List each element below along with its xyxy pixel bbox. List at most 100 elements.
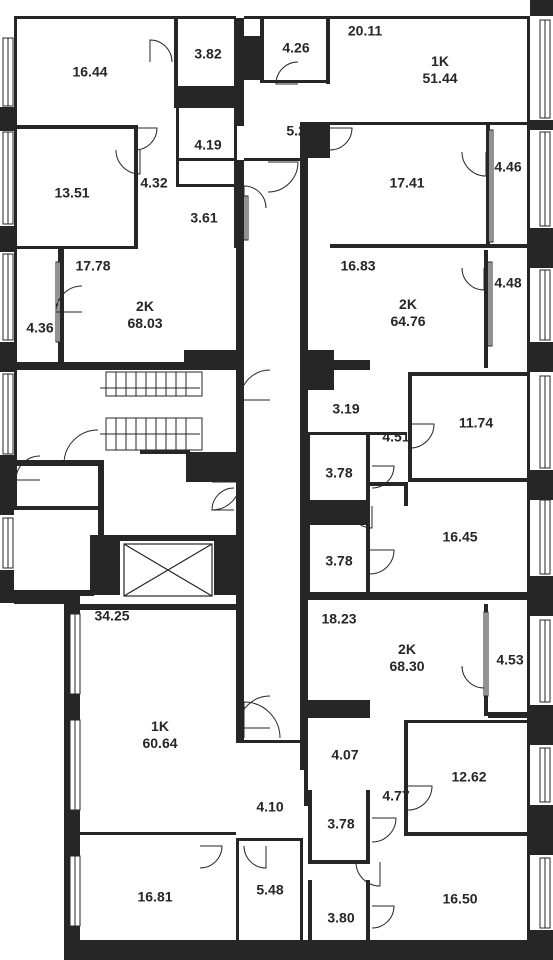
wall-segment bbox=[120, 535, 220, 541]
door-swing bbox=[134, 127, 158, 151]
room-area: 5.48 bbox=[256, 881, 284, 898]
doors bbox=[15, 39, 487, 929]
room-area: 4.36 bbox=[26, 319, 54, 336]
wall-segment bbox=[236, 600, 244, 740]
wall-segment bbox=[14, 594, 80, 604]
wall-segment bbox=[80, 604, 240, 610]
wall-segment bbox=[527, 600, 530, 940]
wall-segment bbox=[366, 432, 370, 502]
wall-segment bbox=[14, 460, 98, 466]
door-swing bbox=[15, 455, 41, 481]
wall-segment bbox=[530, 930, 553, 960]
door-swing bbox=[371, 905, 395, 929]
unit-type: 1K bbox=[431, 53, 449, 69]
room-area: 4.53 bbox=[496, 651, 524, 668]
wall-segment bbox=[236, 160, 244, 600]
wall-segment bbox=[330, 360, 370, 370]
unit-area: 68.30 bbox=[389, 658, 425, 674]
door-swing bbox=[199, 845, 223, 869]
door-swing bbox=[461, 151, 487, 177]
room-area: 17.41 bbox=[389, 174, 425, 191]
elevator-box bbox=[123, 543, 213, 597]
wall-segment bbox=[306, 350, 334, 390]
door-swing bbox=[237, 695, 271, 729]
door-swing bbox=[267, 161, 299, 193]
room-area: 13.51 bbox=[54, 184, 90, 201]
wall-segment bbox=[404, 720, 530, 723]
room-area: 3.80 bbox=[327, 909, 355, 926]
wall-segment bbox=[14, 125, 138, 129]
door-swing bbox=[211, 481, 241, 511]
unit-area: 64.76 bbox=[390, 313, 426, 329]
room-area: 16.81 bbox=[137, 888, 173, 905]
elevator-cross bbox=[123, 543, 213, 597]
wall-segment bbox=[530, 470, 553, 500]
wall-segment bbox=[234, 18, 244, 126]
wall-segment bbox=[0, 455, 14, 515]
wall-segment bbox=[326, 18, 330, 84]
door-swing bbox=[239, 369, 271, 401]
wall-segment bbox=[530, 0, 553, 16]
wall-segment bbox=[306, 522, 310, 594]
room-area: 12.62 bbox=[451, 768, 487, 785]
door-swing bbox=[149, 39, 173, 63]
door-swing bbox=[243, 701, 281, 739]
wall-segment bbox=[300, 160, 308, 390]
wall-segment bbox=[236, 534, 244, 604]
wall-segment bbox=[527, 16, 530, 596]
door-swing bbox=[461, 665, 485, 689]
wall-segment bbox=[174, 86, 236, 108]
wall-segment bbox=[176, 184, 236, 187]
room-area: 17.78 bbox=[75, 257, 111, 274]
wall-segment bbox=[404, 482, 408, 506]
wall-segment bbox=[90, 535, 120, 595]
stair-flight bbox=[105, 371, 203, 397]
wall-segment bbox=[404, 720, 408, 832]
room-area: 4.26 bbox=[282, 39, 310, 56]
wall-segment bbox=[308, 880, 312, 940]
wall-segment bbox=[300, 390, 308, 600]
wall-segment bbox=[366, 880, 370, 940]
wall-segment bbox=[330, 244, 530, 248]
wall-segment bbox=[140, 450, 190, 454]
door-swing bbox=[461, 267, 485, 291]
wall-segment bbox=[14, 16, 236, 19]
room-area: 4.51 bbox=[382, 428, 410, 445]
unit-label-2k-right-top: 2K 64.76 bbox=[390, 296, 425, 330]
wall-segment bbox=[304, 740, 308, 806]
wall-segment bbox=[98, 460, 104, 560]
wall-segment bbox=[530, 805, 553, 855]
wall-segment bbox=[244, 158, 308, 161]
room-area: 3.78 bbox=[327, 815, 355, 832]
wall-segment bbox=[366, 790, 370, 860]
wall-segment bbox=[14, 590, 94, 596]
wall-segment bbox=[484, 250, 488, 368]
room-area: 3.82 bbox=[194, 45, 222, 62]
unit-type: 1K bbox=[151, 718, 169, 734]
wall-segment bbox=[14, 246, 138, 249]
wall-segment bbox=[0, 600, 14, 603]
unit-label-2k-left: 2K 68.03 bbox=[127, 298, 162, 332]
wall-segment bbox=[488, 712, 530, 718]
room-area: 16.45 bbox=[442, 528, 478, 545]
room-area: 18.23 bbox=[321, 610, 357, 627]
room-area: 4.19 bbox=[194, 136, 222, 153]
wall-segment bbox=[330, 122, 530, 125]
door-swing bbox=[355, 861, 381, 887]
wall-segment bbox=[236, 838, 300, 841]
room-area: 4.77 bbox=[382, 787, 410, 804]
room-area: 4.46 bbox=[494, 158, 522, 175]
door-swing bbox=[371, 465, 395, 489]
door-swing bbox=[243, 845, 267, 869]
wall-segment bbox=[236, 838, 239, 940]
room-area: 20.11 bbox=[347, 22, 383, 39]
wall-segment bbox=[236, 740, 304, 743]
door-swing bbox=[407, 785, 433, 811]
wall-segment bbox=[134, 125, 138, 249]
wall-segment bbox=[176, 108, 179, 186]
room-area: 3.19 bbox=[332, 400, 360, 417]
room-area: 4.32 bbox=[140, 174, 168, 191]
wall-segment bbox=[300, 122, 330, 158]
